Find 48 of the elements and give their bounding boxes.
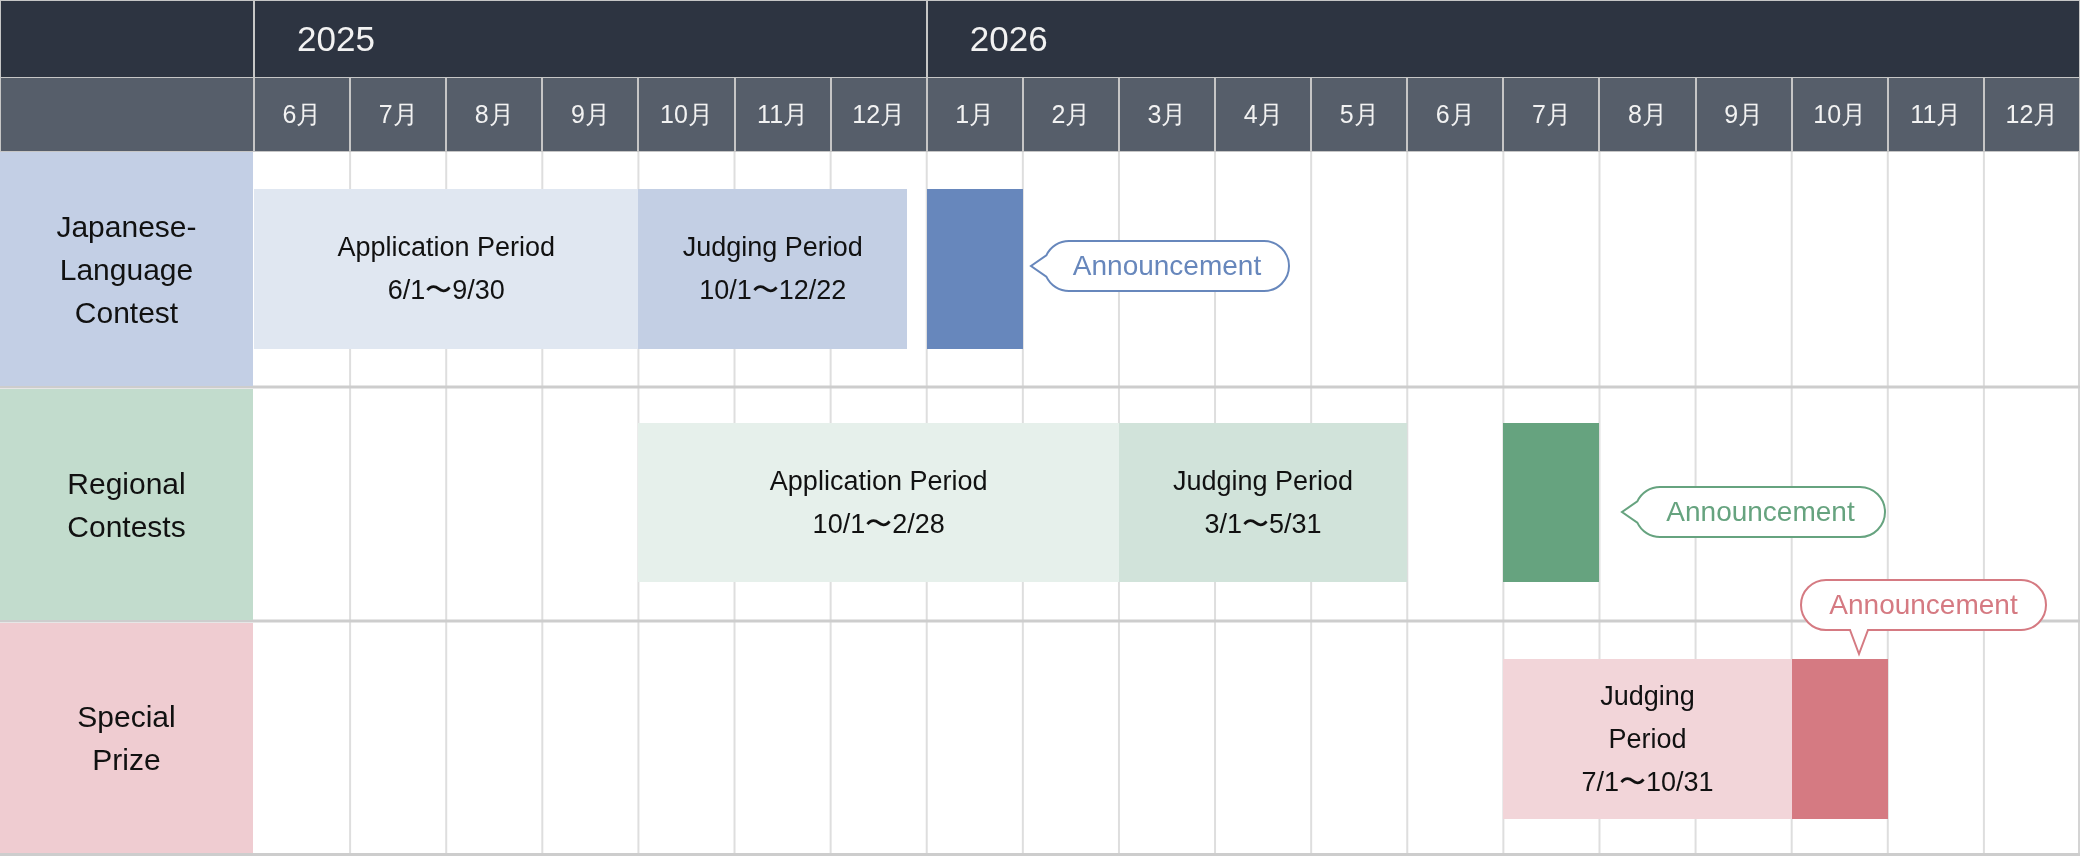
- period-title: Application Period: [337, 231, 555, 264]
- period-title: Judging Period: [682, 231, 863, 264]
- callout-text: Announcement: [1072, 249, 1262, 283]
- milestone-bar: [926, 189, 1023, 349]
- row-header: [0, 152, 253, 386]
- month-header: 6月: [1407, 77, 1504, 152]
- date-range: 10/1〜2/28: [812, 507, 945, 541]
- month-header: 12月: [830, 77, 927, 152]
- period-bar: [1118, 423, 1407, 582]
- period-title: Judging Period: [1172, 464, 1354, 498]
- month-header: 3月: [1118, 77, 1216, 152]
- month-header: 6月: [254, 77, 351, 152]
- period-title: Application Period: [769, 464, 988, 498]
- row-header: [0, 389, 253, 620]
- row-title: Regional Contests: [66, 465, 187, 545]
- month-header: 10月: [1791, 77, 1888, 152]
- period-title: Judging Period: [1599, 679, 1696, 756]
- date-range: 7/1〜10/31: [1581, 765, 1714, 799]
- month-header: 7月: [1503, 77, 1600, 152]
- month-header: 4月: [1215, 77, 1312, 152]
- month-header: 1月: [926, 77, 1023, 152]
- period-bar: [638, 189, 907, 349]
- row-header: [0, 623, 253, 853]
- date-range: 3/1〜5/31: [1204, 507, 1322, 541]
- month-header: 9月: [1695, 77, 1792, 152]
- callout-text: Announcement: [1666, 495, 1855, 529]
- month-header: 8月: [1599, 77, 1696, 152]
- milestone-bar: [1503, 423, 1600, 582]
- period-bar: [1503, 659, 1792, 819]
- period-bar: [638, 423, 1119, 582]
- period-bar: [254, 189, 639, 349]
- month-header: 12月: [1983, 77, 2080, 152]
- month-header: 11月: [734, 77, 831, 152]
- month-header: 11月: [1887, 77, 1984, 152]
- row-title: Special Prize: [76, 699, 177, 778]
- month-header: 5月: [1311, 77, 1408, 152]
- month-header: 10月: [638, 77, 735, 152]
- milestone-bar: [1791, 659, 1888, 819]
- year-header: 2026: [926, 0, 2080, 78]
- month-header: 8月: [446, 77, 543, 152]
- month-header: 9月: [542, 77, 639, 152]
- date-range: 10/1〜12/22: [699, 274, 847, 307]
- callout-text: Announcement: [1829, 588, 2018, 622]
- month-header: 2月: [1022, 77, 1119, 152]
- year-header: 2025: [254, 0, 927, 78]
- date-range: 6/1〜9/30: [387, 274, 505, 307]
- row-title: Japanese-Language Contest: [55, 208, 198, 331]
- month-header: 7月: [350, 77, 447, 152]
